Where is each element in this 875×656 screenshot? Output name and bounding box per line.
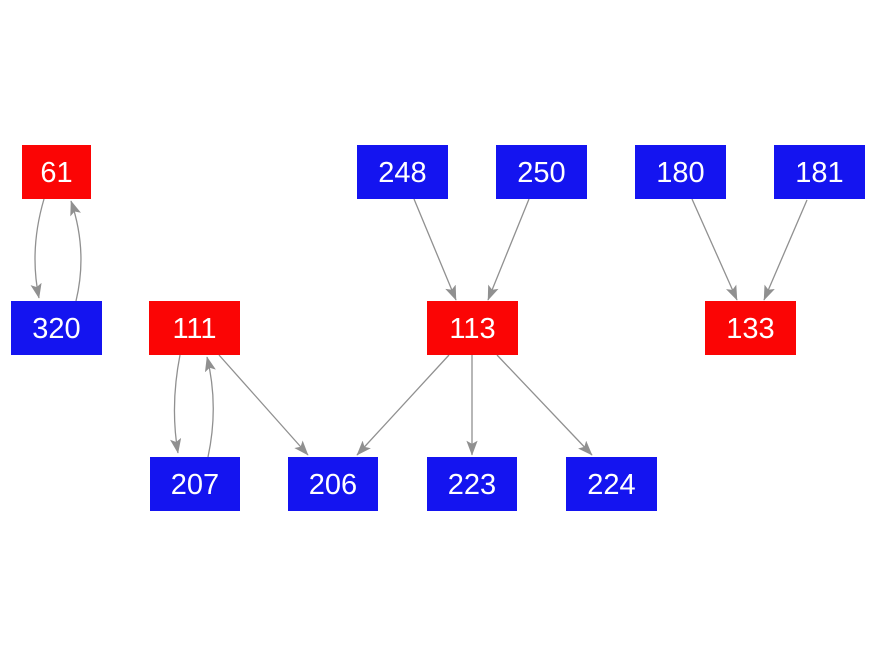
node-113-box[interactable]: [427, 301, 518, 355]
node-248-label: 248: [378, 157, 426, 189]
node-206[interactable]: 206: [288, 457, 378, 511]
edge-250-to-113: [487, 198, 530, 301]
node-250-box[interactable]: [496, 145, 587, 199]
node-206-box[interactable]: [288, 457, 378, 511]
node-224[interactable]: 224: [566, 457, 657, 511]
node-224-label: 224: [587, 469, 635, 501]
node-180[interactable]: 180: [635, 145, 726, 199]
node-206-label: 206: [309, 469, 357, 501]
edge-113-to-206: [356, 354, 450, 456]
node-181[interactable]: 181: [774, 145, 865, 199]
node-111[interactable]: 111: [149, 301, 240, 355]
edge-181-to-133: [763, 199, 808, 301]
node-111-box[interactable]: [149, 301, 240, 355]
edge-207-to-111: [204, 356, 216, 458]
node-133[interactable]: 133: [705, 301, 796, 355]
node-61-label: 61: [40, 157, 72, 189]
node-224-box[interactable]: [566, 457, 657, 511]
node-111-label: 111: [172, 313, 216, 345]
edge-248-to-113: [413, 198, 457, 301]
node-223-label: 223: [448, 469, 496, 501]
node-207-box[interactable]: [150, 457, 240, 511]
node-133-box[interactable]: [705, 301, 796, 355]
edges-layer: [30, 198, 808, 458]
edge-111-to-207: [170, 354, 182, 454]
nodes-layer: 61 320 111 207 206 248 250 113 223 224 180 181 133: [11, 145, 865, 511]
node-113[interactable]: 113: [427, 301, 518, 355]
node-61-box[interactable]: [22, 145, 91, 199]
edge-111-to-206: [218, 354, 309, 456]
node-250-label: 250: [517, 157, 565, 189]
edge-61-to-320: [30, 198, 45, 299]
node-248[interactable]: 248: [357, 145, 448, 199]
node-320-label: 320: [32, 313, 80, 345]
node-320-box[interactable]: [11, 301, 102, 355]
node-61[interactable]: 61: [22, 145, 91, 199]
node-207-label: 207: [171, 469, 219, 501]
node-320[interactable]: 320: [11, 301, 102, 355]
node-248-box[interactable]: [357, 145, 448, 199]
node-113-label: 113: [449, 313, 495, 345]
node-180-label: 180: [656, 157, 704, 189]
node-181-label: 181: [795, 157, 843, 189]
edge-113-to-224: [496, 354, 593, 456]
edge-320-to-61: [70, 200, 82, 302]
node-133-label: 133: [726, 313, 774, 345]
node-180-box[interactable]: [635, 145, 726, 199]
node-207[interactable]: 207: [150, 457, 240, 511]
node-250[interactable]: 250: [496, 145, 587, 199]
node-223-box[interactable]: [427, 457, 517, 511]
node-181-box[interactable]: [774, 145, 865, 199]
edge-180-to-133: [691, 198, 738, 301]
node-223[interactable]: 223: [427, 457, 517, 511]
